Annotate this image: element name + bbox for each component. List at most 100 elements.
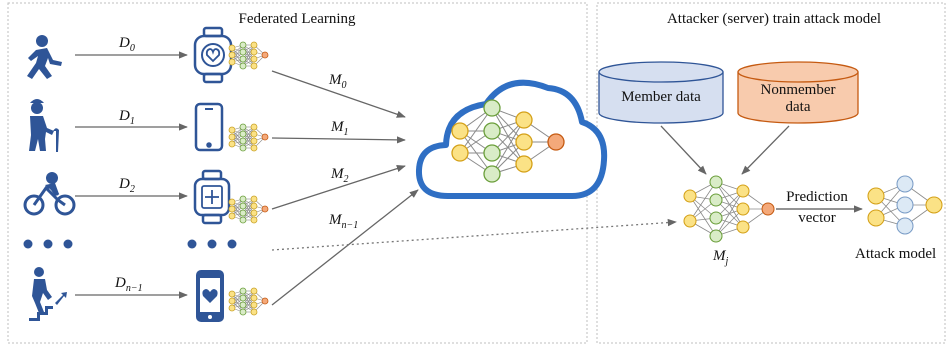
cloud-server-icon	[416, 79, 608, 199]
prediction-vector-label-line1: Prediction	[786, 189, 848, 205]
net-node	[228, 304, 236, 312]
net-node	[250, 55, 258, 63]
net-node	[515, 111, 533, 129]
svg-text:Member data: Member data	[621, 89, 701, 105]
net-node	[250, 294, 258, 302]
net-node	[228, 126, 236, 134]
net-node	[239, 130, 247, 138]
net-node	[736, 202, 750, 216]
net-node	[239, 195, 247, 203]
svg-text:M1: M1	[330, 119, 349, 138]
net-node	[239, 287, 247, 295]
net-node	[451, 122, 469, 140]
net-node	[925, 196, 943, 214]
net-node	[228, 133, 236, 141]
svg-text:D1: D1	[118, 108, 135, 127]
net-node	[483, 144, 501, 162]
model-label-1: M1	[330, 119, 349, 138]
local-model-net-n-minus-1	[228, 287, 269, 316]
net-node	[239, 301, 247, 309]
net-node	[250, 195, 258, 203]
svg-text:data: data	[786, 99, 811, 115]
net-node	[261, 133, 269, 141]
net-node	[515, 133, 533, 151]
net-node	[250, 130, 258, 138]
net-node	[239, 62, 247, 70]
net-node	[250, 209, 258, 217]
shadow-model-net	[683, 175, 775, 243]
net-node	[483, 122, 501, 140]
member-data-database: Member data	[598, 61, 724, 124]
model-label-n-minus-1: Mn−1	[328, 212, 358, 231]
prediction-vector-label-line2: vector	[798, 210, 835, 226]
smartwatch-heart-icon	[193, 26, 233, 84]
net-node	[250, 62, 258, 70]
net-node	[239, 209, 247, 217]
net-node	[228, 198, 236, 206]
net-node	[228, 297, 236, 305]
walking-person-icon	[27, 35, 62, 79]
net-node	[239, 294, 247, 302]
smartphone-heart-icon	[196, 270, 224, 322]
net-node	[867, 209, 885, 227]
net-node	[250, 144, 258, 152]
net-node	[228, 140, 236, 148]
data-label-0: D0	[118, 35, 135, 54]
net-node	[239, 41, 247, 49]
net-node	[683, 189, 697, 203]
devices-ellipsis	[187, 239, 237, 249]
net-node	[250, 202, 258, 210]
net-node	[261, 51, 269, 59]
svg-text:Dn−1: Dn−1	[114, 275, 143, 294]
local-model-net-2	[228, 195, 269, 224]
net-node	[239, 202, 247, 210]
data-label-2: D2	[118, 176, 135, 195]
net-node	[228, 212, 236, 220]
net-node	[239, 308, 247, 316]
net-node	[228, 205, 236, 213]
global-model-net	[451, 99, 565, 183]
net-node	[228, 58, 236, 66]
net-node	[228, 51, 236, 59]
model-label-2: M2	[330, 166, 349, 185]
elderly-person-icon	[29, 99, 59, 152]
attack-model-label: Attack model	[855, 246, 936, 262]
net-node	[483, 165, 501, 183]
data-label-1: D1	[118, 108, 135, 127]
net-node	[483, 99, 501, 117]
net-node	[261, 297, 269, 305]
stairs-climber-icon	[29, 267, 67, 321]
svg-text:M0: M0	[328, 72, 347, 91]
net-node	[451, 144, 469, 162]
net-node	[239, 123, 247, 131]
smartwatch-plus-icon	[193, 169, 231, 225]
attacker-panel-title: Attacker (server) train attack model	[667, 11, 881, 27]
net-node	[709, 229, 723, 243]
local-model-net-0	[228, 41, 269, 70]
smartphone-icon	[194, 102, 224, 152]
net-node	[761, 202, 775, 216]
attacker-panel	[596, 2, 946, 344]
data-label-n-minus-1: Dn−1	[114, 275, 143, 294]
net-node	[239, 216, 247, 224]
net-node	[250, 308, 258, 316]
net-node	[261, 205, 269, 213]
net-node	[239, 137, 247, 145]
svg-text:Mn−1: Mn−1	[328, 212, 358, 231]
svg-text:Nonmember: Nonmember	[761, 82, 836, 98]
federated-learning-title: Federated Learning	[238, 11, 356, 27]
net-node	[250, 216, 258, 224]
net-node	[709, 193, 723, 207]
model-label-0: M0	[328, 72, 347, 91]
net-node	[683, 214, 697, 228]
net-node	[239, 48, 247, 56]
net-node	[228, 290, 236, 298]
svg-text:D0: D0	[118, 35, 135, 54]
nonmember-data-database: Nonmember data	[737, 61, 859, 124]
net-node	[896, 196, 914, 214]
net-node	[736, 184, 750, 198]
attack-model-net	[867, 175, 943, 235]
local-model-net-1	[228, 123, 269, 152]
net-node	[250, 301, 258, 309]
